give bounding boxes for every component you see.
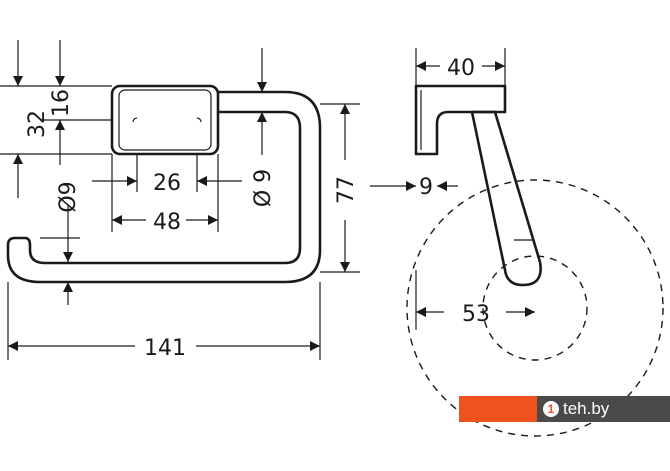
- watermark-accent: [459, 396, 537, 422]
- dim-32-label: 32: [25, 110, 50, 138]
- wall-plate: [414, 84, 507, 156]
- front-view: 32 16 Ø9 26 48 Ø 9 77: [0, 40, 360, 361]
- dim-48-label: 48: [153, 210, 181, 235]
- watermark-logo-icon: 1: [543, 401, 559, 417]
- dim-16-label: 16: [49, 89, 74, 117]
- holder-arm: [6, 90, 322, 284]
- dim-9-side-label: 9: [419, 175, 433, 200]
- dim-26-label: 26: [153, 171, 181, 196]
- dim-77-label: 77: [334, 176, 359, 204]
- mounting-block-inner: [118, 89, 212, 151]
- dim-9-left-label: Ø9: [56, 181, 81, 212]
- dim-40-label: 40: [447, 56, 475, 81]
- mounting-block: [110, 84, 220, 156]
- watermark-brand: teh.by: [563, 399, 610, 418]
- paper-roll-outline: [406, 179, 664, 437]
- watermark-bar: 1 teh.by: [537, 396, 670, 422]
- dim-141-label: 141: [144, 336, 186, 361]
- roll-core-outline: [482, 255, 588, 361]
- dim-53-label: 53: [462, 302, 490, 327]
- dim-9-right-label: Ø 9: [251, 169, 276, 207]
- watermark-badge: 1 teh.by: [459, 396, 670, 422]
- side-view: 40 9 53: [370, 48, 664, 437]
- side-arm: [470, 110, 542, 287]
